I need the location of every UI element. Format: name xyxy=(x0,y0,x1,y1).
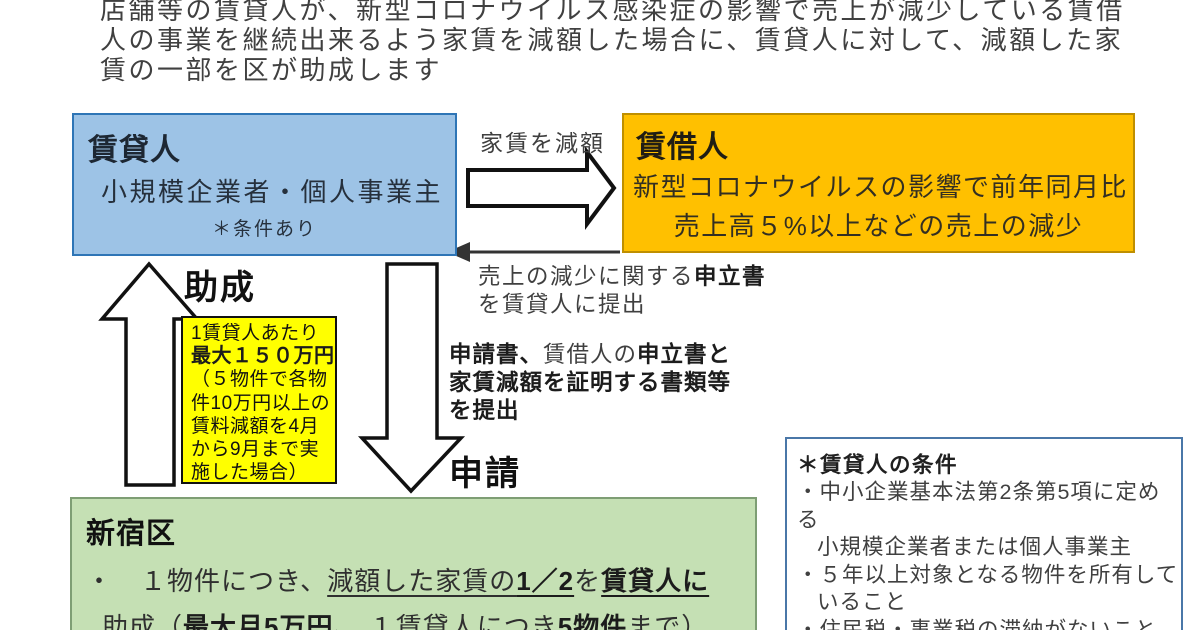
ward-box-bullet-line2: 助成（最大月5万円、 １賃貸人につき5物件まで） xyxy=(72,607,755,630)
application-note-text: 賃借人の xyxy=(543,342,638,367)
cap-line: （５物件で各物 xyxy=(191,369,328,391)
rent-reduction-right-arrow-icon xyxy=(466,146,617,230)
cap-line: 賃料減額を4月 xyxy=(191,415,320,437)
condition-item: ・中小企業基本法第2条第5項に定める xyxy=(797,480,1161,532)
landlord-box-subtitle: 小規模企業者・個人事業主 xyxy=(101,177,444,207)
landlord-box: 賃貸人 小規模企業者・個人事業主 ＊条件あり xyxy=(72,113,457,256)
cap-line: 1賃貸人あたり xyxy=(191,323,320,344)
condition-item-continuation: いること xyxy=(817,590,908,614)
ward-text: を xyxy=(574,566,602,596)
ward-box-title: 新宿区 xyxy=(86,518,177,550)
application-down-arrow-icon xyxy=(357,262,466,494)
report-note-line: 売上の減少に関する申立書 xyxy=(478,263,766,291)
tenant-box: 賃借人 新型コロナウイルスの影響で前年同月比 売上高５%以上などの売上の減少 xyxy=(622,113,1135,253)
landlord-box-note: ＊条件あり xyxy=(211,219,317,240)
ward-fraction-text: 1／2 xyxy=(516,566,575,596)
intro-paragraph: 店舗等の賃貸人が、新型コロナウイルス感染症の影響で売上が減少している賃借 人の事… xyxy=(100,0,1125,85)
ward-text: ・ １物件につき、 xyxy=(86,566,328,596)
ward-text: １賃貸人につき xyxy=(360,612,558,630)
intro-line: 賃の一部を区が助成します xyxy=(100,55,443,85)
cap-line: から9月まで実 xyxy=(191,439,320,461)
report-note-line: を賃貸人に提出 xyxy=(478,292,647,317)
ward-box: 新宿区 ・ １物件につき、減額した家賃の1／2を賃貸人に 助成（最大月5万円、 … xyxy=(70,497,757,630)
report-note-text: 売上の減少に関する xyxy=(478,264,695,289)
ward-box-bullet-line1: ・ １物件につき、減額した家賃の1／2を賃貸人に xyxy=(72,561,755,598)
condition-item-continuation: 小規模企業者または個人事業主 xyxy=(817,535,1133,559)
application-note-bold-text: 申立書と xyxy=(637,342,732,367)
report-note-bold-text: 申立書 xyxy=(694,264,767,289)
application-note-line: 家賃減額を証明する書類等 xyxy=(449,370,732,395)
ward-property-count-text: 5物件 xyxy=(557,612,628,630)
tenant-box-line: 売上高５%以上などの売上の減少 xyxy=(673,211,1084,241)
subsidy-cap-box: 1賃貸人あたり 最大１５０万円 （５物件で各物 件10万円以上の 賃料減額を4月… xyxy=(181,316,337,484)
tenant-box-line: 新型コロナウイルスの影響で前年同月比 xyxy=(633,172,1129,202)
report-left-arrow-icon xyxy=(447,242,620,262)
rent-reduction-label: 家賃を減額 xyxy=(480,130,605,156)
cap-line: 施した場合） xyxy=(191,462,309,484)
tenant-box-title: 賃借人 xyxy=(636,131,729,164)
intro-line: 人の事業を継続出来るよう家賃を減額した場合に、賃貸人に対して、減額した家 xyxy=(100,25,1124,55)
ward-text: まで） xyxy=(627,612,709,630)
ward-underline-text: 減額した家賃の xyxy=(327,566,517,596)
condition-item: ・住民税・事業税の滞納がないこと xyxy=(797,617,1158,630)
condition-item: ・５年以上対象となる物件を所有して xyxy=(797,562,1179,587)
application-note-line: を提出 xyxy=(449,398,520,423)
landlord-box-title: 賃貸人 xyxy=(88,134,181,167)
subsidy-label: 助成 xyxy=(184,269,256,307)
application-label: 申請 xyxy=(449,455,521,493)
ward-text: （ xyxy=(156,612,184,630)
application-note-line: 申請書、賃借人の申立書と xyxy=(449,341,731,369)
cap-line: 件10万円以上の xyxy=(191,392,331,414)
ward-max-monthly-text: 最大月5万円、 xyxy=(183,612,361,630)
application-note: 申請書、賃借人の申立書と 家賃減額を証明する書類等 を提出 xyxy=(449,341,731,425)
intro-line: 店舗等の賃貸人が、新型コロナウイルス感染症の影響で売上が減少している賃借 xyxy=(100,0,1125,25)
ward-underline-text: 助成 xyxy=(102,612,157,630)
conditions-box: ＊賃貸人の条件 ・中小企業基本法第2条第5項に定める 小規模企業者または個人事業… xyxy=(785,437,1183,630)
cap-line-max-amount: 最大１５０万円 xyxy=(191,345,335,368)
report-note: 売上の減少に関する申立書 を賃貸人に提出 xyxy=(478,263,766,319)
conditions-box-title: ＊賃貸人の条件 xyxy=(797,453,959,477)
application-note-bold-text: 申請書、 xyxy=(449,342,544,367)
ward-landlord-text: 賃貸人に xyxy=(601,566,710,596)
